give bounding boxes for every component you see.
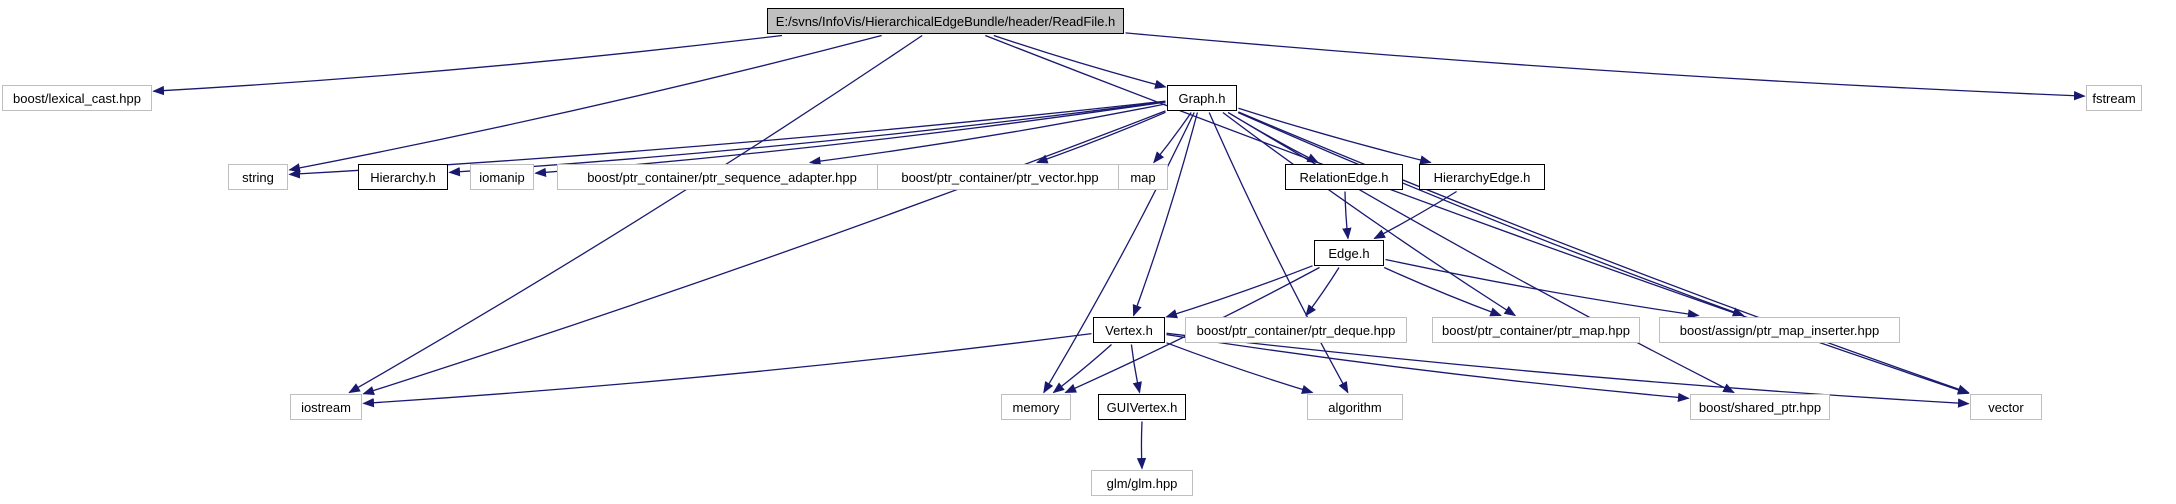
edge-graph-to-sharedptr <box>1227 111 1735 394</box>
edge-readfile-to-lexical <box>152 34 783 96</box>
node-ptrdeque: boost/ptr_container/ptr_deque.hpp <box>1185 317 1407 343</box>
edge-readfile-to-fstream <box>1125 32 2086 101</box>
edge-vertex-to-vector <box>1166 332 1970 408</box>
edge-graph-to-hierarchyedge <box>1238 107 1432 165</box>
edge-vertex-to-sharedptr <box>1166 333 1690 403</box>
node-sharedptr: boost/shared_ptr.hpp <box>1690 394 1830 420</box>
edge-graph-to-ptrvec <box>1035 111 1166 164</box>
node-iomanip: iomanip <box>470 164 534 190</box>
edge-graph-to-ptrmap <box>1222 111 1517 317</box>
node-glm: glm/glm.hpp <box>1091 470 1193 496</box>
edge-vertex-to-guivertex <box>1130 344 1142 394</box>
edge-readfile-to-string <box>288 34 882 173</box>
node-vertex[interactable]: Vertex.h <box>1093 317 1165 343</box>
edge-edge-to-ptrmap <box>1383 266 1502 317</box>
node-graph[interactable]: Graph.h <box>1167 85 1237 111</box>
edge-graph-to-iomanip <box>534 101 1166 178</box>
edge-vertex-to-iostream <box>362 332 1092 408</box>
edge-guivertex-to-glm <box>1136 421 1147 470</box>
edge-hierarchyedge-to-edge <box>1373 190 1457 240</box>
node-ptrvec: boost/ptr_container/ptr_vector.hpp <box>877 164 1123 190</box>
node-relationedge[interactable]: RelationEdge.h <box>1285 164 1403 190</box>
edge-edge-to-ptrdeque <box>1305 267 1340 317</box>
edge-graph-to-vector <box>1238 111 1970 394</box>
node-algorithm: algorithm <box>1307 394 1403 420</box>
edge-graph-to-vertex <box>1132 112 1199 317</box>
node-vector: vector <box>1970 394 2042 420</box>
edge-vertex-to-algorithm <box>1166 342 1314 394</box>
node-hierarchyedge[interactable]: HierarchyEdge.h <box>1419 164 1545 190</box>
edge-readfile-to-graph <box>993 34 1167 89</box>
node-string: string <box>228 164 288 190</box>
node-edge[interactable]: Edge.h <box>1314 240 1384 266</box>
edge-graph-to-mapins <box>1237 111 1745 317</box>
edge-relationedge-to-edge <box>1342 191 1352 240</box>
edge-graph-to-algorithm <box>1208 112 1349 394</box>
edge-readfile-to-iostream <box>348 34 923 394</box>
node-map: map <box>1118 164 1168 190</box>
node-fstream: fstream <box>2086 85 2142 111</box>
node-memory: memory <box>1001 394 1071 420</box>
node-lexical: boost/lexical_cast.hpp <box>2 85 152 111</box>
edge-readfile-to-vector <box>985 34 1970 395</box>
node-iostream: iostream <box>290 394 362 420</box>
node-mapins: boost/assign/ptr_map_inserter.hpp <box>1659 317 1900 343</box>
node-readfile[interactable]: E:/svns/InfoVis/HierarchicalEdgeBundle/h… <box>767 8 1124 34</box>
node-guivertex[interactable]: GUIVertex.h <box>1098 394 1186 420</box>
edge-graph-to-ptrseq <box>808 103 1166 166</box>
edge-graph-to-hierarchy <box>448 100 1166 177</box>
edge-edge-to-mapins <box>1385 258 1700 319</box>
node-ptrmap: boost/ptr_container/ptr_map.hpp <box>1432 317 1640 343</box>
edge-edge-to-vertex <box>1165 265 1313 319</box>
edge-graph-to-memory <box>1043 112 1195 394</box>
edge-vertex-to-memory <box>1052 344 1112 394</box>
node-ptrseq: boost/ptr_container/ptr_sequence_adapter… <box>557 164 887 190</box>
node-hierarchy[interactable]: Hierarchy.h <box>358 164 448 190</box>
edge-graph-to-map <box>1153 112 1192 164</box>
edge-graph-to-iostream <box>362 110 1166 396</box>
